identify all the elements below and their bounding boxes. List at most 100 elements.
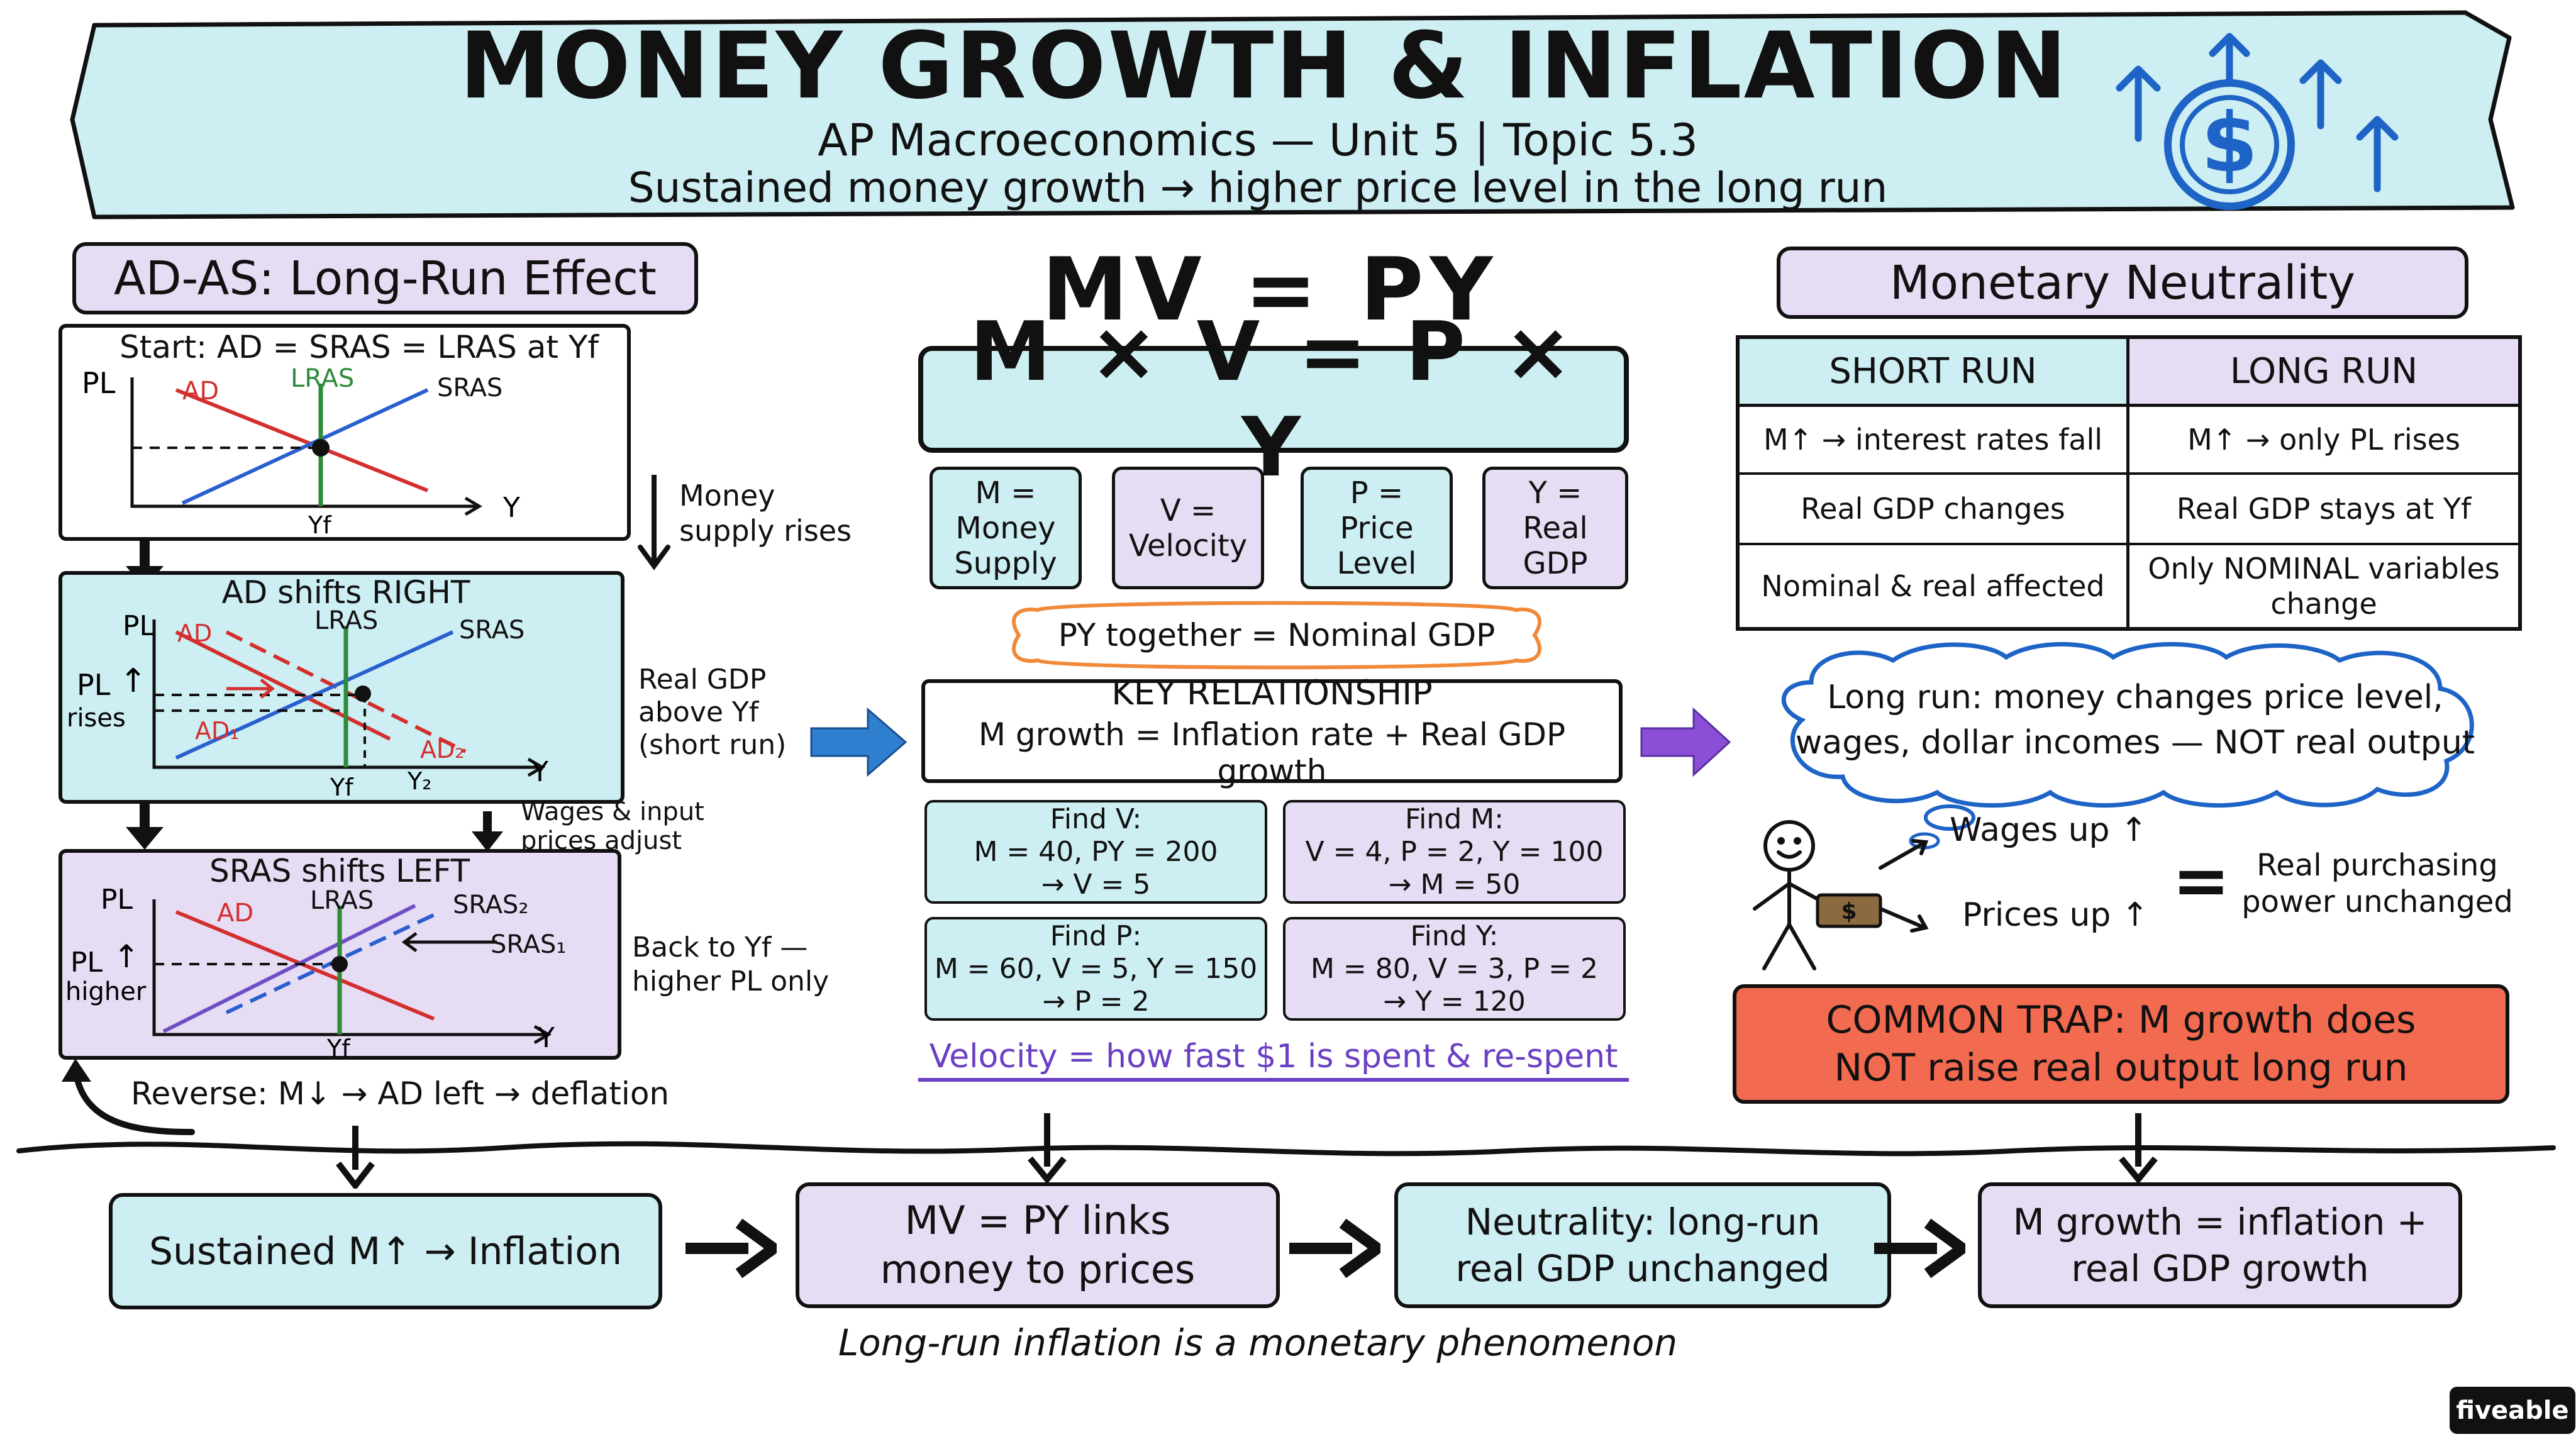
nominal-gdp-bubble xyxy=(1012,601,1541,670)
term-money-supply: M = Money Supply xyxy=(930,467,1082,589)
header-banner xyxy=(70,10,2515,219)
wages-adjust-arrow xyxy=(472,811,503,852)
svg-text:$: $ xyxy=(1841,899,1857,924)
graph-start-caption: Start: AD = SRAS = LRAS at Yf xyxy=(119,329,599,365)
blue-right-arrow xyxy=(810,707,908,777)
equals-sign: = xyxy=(2172,840,2231,921)
side-note-wages: Wages & input prices adjust xyxy=(521,797,704,855)
purple-right-arrow xyxy=(1640,707,1731,777)
flow-down-arrow xyxy=(126,802,164,850)
thought-cloud xyxy=(1781,641,2474,850)
side-note-money-supply: Money supply rises xyxy=(679,479,852,548)
table-cell: M↑ → only PL rises xyxy=(2129,407,2518,475)
section-divider xyxy=(16,1141,2556,1157)
example-find-v: Find V:M = 40, PY = 200→ V = 5 xyxy=(924,800,1267,904)
term-real-gdp: Y = Real GDP xyxy=(1482,467,1628,589)
svg-text:rises: rises xyxy=(67,704,126,733)
prices-up-label: Prices up ↑ xyxy=(1962,896,2149,934)
svg-text:Yf: Yf xyxy=(330,774,354,801)
equation-top: MV = PY xyxy=(1041,238,1499,340)
graph-start-chart: PL AD LRAS SRAS Y Yf xyxy=(82,365,520,538)
svg-text:higher: higher xyxy=(65,977,147,1006)
brand-badge: fiveable xyxy=(2450,1387,2575,1434)
graph-sras-shift-chart: PL PL ↑ higher AD LRAS SRAS₂ SRAS₁ Y Yf xyxy=(65,887,566,1057)
table-cell: Real GDP stays at Yf xyxy=(2129,475,2518,545)
flow-step-3: Neutrality: long-run real GDP unchanged xyxy=(1394,1182,1891,1308)
nominal-gdp-note: PY together = Nominal GDP xyxy=(1058,617,1496,653)
svg-text:Y: Y xyxy=(502,492,520,524)
reverse-curved-arrow xyxy=(62,1058,195,1135)
graph-sras-shift-title: SRAS shifts LEFT xyxy=(209,853,470,889)
side-note-back-to-yf: Back to Yf — higher PL only xyxy=(632,931,830,997)
svg-text:SRAS₂: SRAS₂ xyxy=(453,891,528,919)
page-subtitle: AP Macroeconomics — Unit 5 | Topic 5.3 xyxy=(818,114,1698,166)
key-relationship-box: KEY RELATIONSHIP M growth = Inflation ra… xyxy=(921,673,1623,789)
table-cell: Real GDP changes xyxy=(1740,475,2129,545)
reverse-note: Reverse: M↓ → AD left → deflation xyxy=(131,1075,670,1112)
example-find-y: Find Y:M = 80, V = 3, P = 2→ Y = 120 xyxy=(1283,917,1626,1021)
svg-text:AD₁: AD₁ xyxy=(195,717,240,745)
svg-text:Yf: Yf xyxy=(308,511,332,538)
common-trap-box: COMMON TRAP: M growth does NOT raise rea… xyxy=(1733,984,2509,1104)
flow-down-arrow xyxy=(2119,1113,2158,1182)
table-cell: Nominal & real affected xyxy=(1740,545,2129,627)
svg-text:PL: PL xyxy=(82,366,116,400)
table-header-long-run: LONG RUN xyxy=(2129,339,2518,407)
svg-text:SRAS: SRAS xyxy=(437,374,502,402)
table-header-short-run: SHORT RUN xyxy=(1740,339,2129,407)
table-cell: Only NOMINAL variables change xyxy=(2148,552,2500,621)
svg-text:AD: AD xyxy=(217,899,253,928)
footer-note: Long-run inflation is a monetary phenome… xyxy=(838,1321,1678,1364)
svg-text:PL: PL xyxy=(123,610,155,642)
flow-step-4: M growth = inflation + real GDP growth xyxy=(1978,1182,2462,1308)
svg-text:SRAS: SRAS xyxy=(459,616,525,645)
page-tagline: Sustained money growth → higher price le… xyxy=(628,163,1888,212)
cloud-text: Long run: money changes price level, wag… xyxy=(1795,679,2475,762)
svg-text:↑: ↑ xyxy=(113,938,140,975)
wallet-icon: $ xyxy=(1816,893,1882,928)
money-supply-arrow xyxy=(638,475,670,570)
neutrality-table: SHORT RUN LONG RUN M↑ → interest rates f… xyxy=(1736,335,2522,631)
svg-text:PL: PL xyxy=(77,668,111,702)
velocity-note: Velocity = how fast $1 is spent & re-spe… xyxy=(918,1035,1629,1082)
side-note-real-gdp: Real GDP above Yf (short run) xyxy=(638,663,787,761)
dollar-growth-icon: $ xyxy=(2116,33,2399,210)
svg-text:AD: AD xyxy=(177,619,212,647)
svg-text:AD₂: AD₂ xyxy=(420,736,465,763)
flow-step-1: Sustained M↑ → Inflation xyxy=(109,1193,662,1309)
svg-text:AD: AD xyxy=(182,377,219,406)
example-find-m: Find M:V = 4, P = 2, Y = 100→ M = 50 xyxy=(1283,800,1626,904)
graph-ad-shift-title: AD shifts RIGHT xyxy=(221,574,470,611)
stick-figure-icon: $ xyxy=(1753,820,1929,970)
flow-down-arrow xyxy=(336,1126,375,1189)
flow-right-arrow xyxy=(1289,1218,1380,1279)
adas-section-title: AD-AS: Long-Run Effect xyxy=(72,242,698,314)
dollar-sign-icon: $ xyxy=(2201,95,2258,191)
wages-up-label: Wages up ↑ xyxy=(1950,811,2148,849)
svg-text:SRAS₁: SRAS₁ xyxy=(491,930,566,959)
sras-curve xyxy=(181,388,429,505)
svg-text:Yf: Yf xyxy=(326,1035,351,1057)
svg-text:Y: Y xyxy=(531,756,548,788)
example-find-p: Find P:M = 60, V = 5, Y = 150→ P = 2 xyxy=(924,917,1267,1021)
svg-text:↑: ↑ xyxy=(119,662,147,700)
flow-step-2: MV = PY links money to prices xyxy=(796,1182,1280,1308)
svg-text:PL: PL xyxy=(70,947,103,979)
flow-right-arrow xyxy=(686,1218,777,1279)
svg-text:LRAS: LRAS xyxy=(310,887,374,915)
svg-text:PL: PL xyxy=(101,887,133,916)
graph-ad-shift-chart: PL PL ↑ rises AD AD₁ AD₂ LRAS SRAS Y Yf … xyxy=(67,607,548,801)
svg-text:LRAS: LRAS xyxy=(314,607,378,635)
neutrality-title: Monetary Neutrality xyxy=(1777,247,2468,319)
flow-right-arrow xyxy=(1874,1218,1965,1279)
flow-down-arrow xyxy=(1028,1113,1067,1182)
term-velocity: V = Velocity xyxy=(1112,467,1264,589)
svg-text:LRAS: LRAS xyxy=(291,365,354,393)
svg-text:Y: Y xyxy=(537,1022,555,1054)
page-title: MONEY GROWTH & INFLATION xyxy=(459,13,2069,119)
term-price-level: P = Price Level xyxy=(1301,467,1453,589)
equation-main-box: M × V = P × Y xyxy=(918,304,1629,495)
svg-text:Y₂: Y₂ xyxy=(407,767,431,795)
table-cell: M↑ → interest rates fall xyxy=(1740,407,2129,475)
ad-curve xyxy=(175,388,429,492)
